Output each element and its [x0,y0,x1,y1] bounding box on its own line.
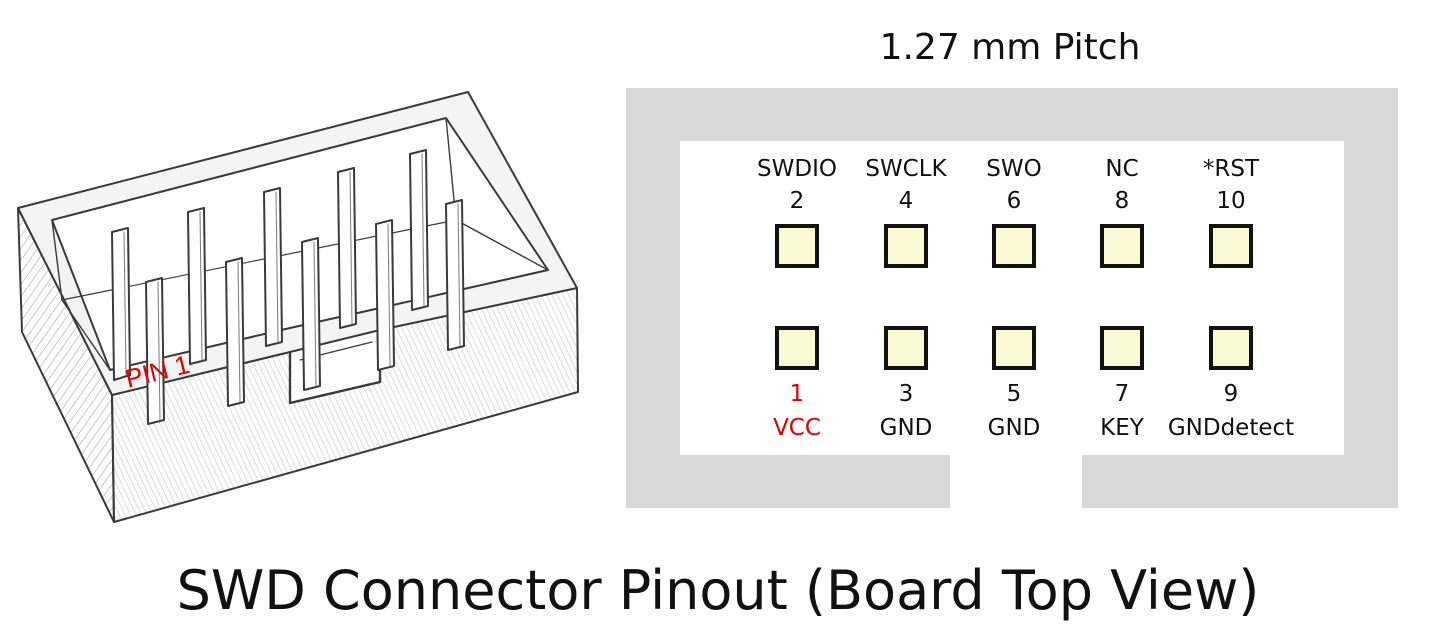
housing-frame [626,88,1398,508]
pin-number-10: 10 [1216,188,1245,214]
diagram-title: SWD Connector Pinout (Board Top View) [176,559,1260,622]
pin-number-7: 7 [1115,381,1130,407]
pin-number-9: 9 [1224,381,1239,407]
header-outline [626,88,1398,508]
pin-number-5: 5 [1007,381,1022,407]
pin-number-6: 6 [1007,188,1022,214]
signal-label-pin-4: SWCLK [865,156,947,182]
pad-4 [884,224,928,268]
pitch-label: 1.27 mm Pitch [879,27,1141,68]
pad-10 [1209,224,1253,268]
signal-label-pin-1: VCC [773,415,821,441]
signal-label-pin-8: NC [1105,156,1138,182]
back-pins [111,149,429,381]
pad-2 [775,224,819,268]
signal-label-pin-5: GND [988,415,1041,441]
pad-6 [992,224,1036,268]
pin-pads [775,224,1253,370]
pin-number-4: 4 [899,188,914,214]
pad-1 [775,326,819,370]
pin-number-2: 2 [790,188,805,214]
pad-8 [1100,224,1144,268]
connector-sketch: PIN 1 [17,91,579,523]
signal-label-pin-10: *RST [1203,156,1260,182]
signal-label-pin-2: SWDIO [757,156,837,182]
pin-number-8: 8 [1115,188,1130,214]
pad-9 [1209,326,1253,370]
pad-5 [992,326,1036,370]
signal-label-pin-3: GND [880,415,933,441]
pad-7 [1100,326,1144,370]
signal-label-pin-7: KEY [1100,415,1145,441]
pin-number-3: 3 [899,381,914,407]
pin-number-1: 1 [790,381,805,407]
signal-label-pin-6: SWO [986,156,1041,182]
pad-3 [884,326,928,370]
signal-label-pin-9: GNDdetect [1168,415,1294,441]
